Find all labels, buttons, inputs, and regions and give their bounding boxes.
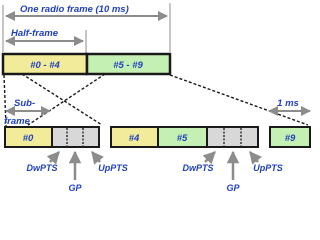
zoom-connector-left	[3, 74, 7, 127]
radio-frame-label: One radio frame (10 ms)	[20, 4, 129, 15]
subframe-9-box	[269, 126, 311, 148]
zoom-connector-mid-left	[21, 73, 103, 126]
dwpts-label-right: DwPTS	[182, 163, 213, 173]
diagram-canvas: One radio frame (10 ms) Half-frame #0 - …	[1, 3, 311, 193]
uppts-label-right: UpPTS	[253, 163, 283, 173]
uppts-arrow-right	[249, 151, 262, 165]
subframe-9-label: #9	[285, 133, 296, 144]
dwpts-arrow-left	[46, 151, 60, 165]
tdd-frame-diagram: One radio frame (10 ms) Half-frame #0 - …	[1, 3, 311, 193]
zoom-connector-right	[169, 74, 309, 126]
special-subframe-6	[206, 126, 259, 148]
subframe-5-label: #5	[177, 133, 188, 144]
subframe-label-line1: Sub-	[14, 98, 35, 109]
one-ms-label: 1 ms	[277, 98, 299, 109]
dwpts-arrow-right	[202, 151, 216, 165]
dwpts-label-left: DwPTS	[26, 163, 57, 173]
subframe-label-line2: frame	[4, 116, 31, 127]
gp-label-left: GP	[68, 183, 82, 193]
gp-label-right: GP	[226, 183, 240, 193]
subframe-4-label: #4	[129, 133, 140, 144]
half-frame-label: Half-frame	[11, 28, 59, 39]
special-subframe-1	[51, 126, 100, 148]
subframe-0-label: #0	[23, 133, 34, 144]
half-frame-1-box	[85, 52, 172, 76]
zoom-connector-mid-right	[27, 73, 106, 126]
half-frame-0-label: #0 - #4	[30, 60, 60, 71]
half-frame-1-label: #5 - #9	[113, 60, 143, 71]
uppts-label-left: UpPTS	[98, 163, 128, 173]
uppts-arrow-left	[91, 151, 104, 165]
